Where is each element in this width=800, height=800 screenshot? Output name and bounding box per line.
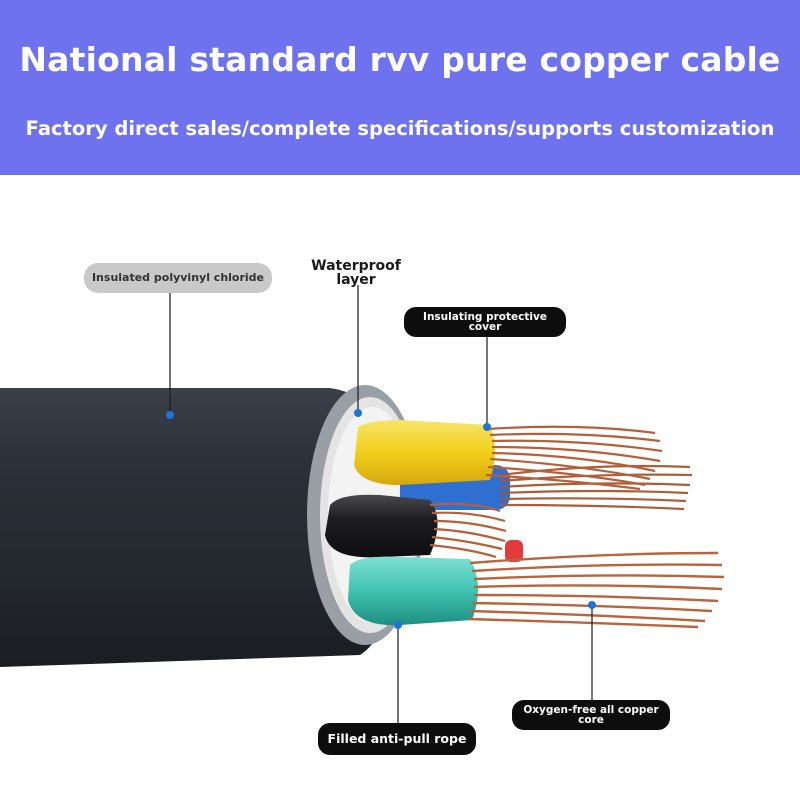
callout-oxygen-free-copper: Oxygen-free all copper core <box>512 700 670 730</box>
callout-anti-pull-text: Filled anti-pull rope <box>327 731 467 746</box>
teal-core <box>348 556 479 626</box>
copper-strands-teal <box>467 551 725 629</box>
callout-anti-pull-rope: Filled anti-pull rope <box>318 723 476 755</box>
callout-dots <box>166 409 596 629</box>
callout-waterproof-line1: Waterproof <box>311 258 401 274</box>
cable-illustration <box>0 285 725 725</box>
callout-waterproof-line2: layer <box>336 272 376 288</box>
callout-waterproof: Waterproof layer <box>306 259 406 287</box>
callout-oxygen-line2: core <box>578 714 604 726</box>
header-banner: National standard rvv pure copper cable … <box>0 0 800 175</box>
product-scene: Insulated polyvinyl chloride Waterproof … <box>0 175 800 800</box>
callout-protective-line2: cover <box>468 321 502 333</box>
copper-strands-black <box>429 502 507 559</box>
page-subtitle: Factory direct sales/complete specificat… <box>25 117 775 140</box>
outer-sheath <box>0 388 405 667</box>
callout-oxygen-line1: Oxygen-free all copper <box>523 704 659 716</box>
black-core <box>325 494 438 558</box>
yellow-core <box>354 420 495 485</box>
callout-insulated-pvc-text: Insulated polyvinyl chloride <box>91 271 265 284</box>
copper-strands-back <box>499 464 693 511</box>
copper-strands-yellow <box>485 425 663 491</box>
callout-insulated-pvc: Insulated polyvinyl chloride <box>84 263 272 293</box>
leader-lines <box>169 285 593 725</box>
callout-protective-line1: Insulating protective <box>423 311 547 323</box>
red-core-tip <box>505 540 523 562</box>
page-title: National standard rvv pure copper cable <box>19 40 781 79</box>
callout-protective-cover: Insulating protective cover <box>404 307 566 337</box>
